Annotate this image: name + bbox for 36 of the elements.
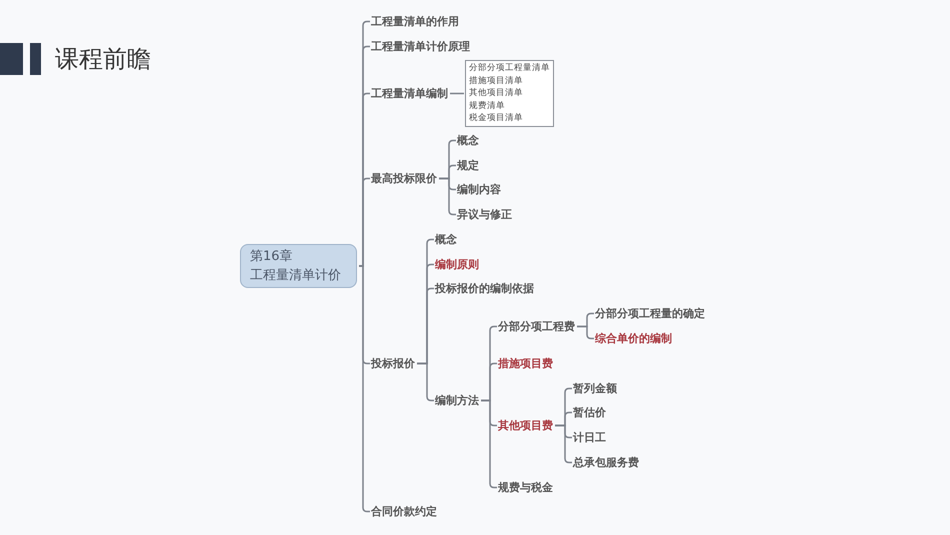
topic-text: 工程量清单计价 [250,267,342,285]
topic-label: 总承包服务费 [573,454,639,470]
topic-label: 规定 [457,158,479,172]
topic-text: 措施项目清单 [469,74,524,87]
topic-text: 第16章 [250,248,294,266]
topic-label: 工程量清单计价原理 [371,38,470,54]
topic-label: 暂估价 [573,404,606,420]
list-box [465,60,554,126]
topic-label: 编制内容 [457,182,501,196]
topic-text: 其他项目清单 [469,87,524,100]
topic-label: 分部分项工程量的确定 [595,306,705,320]
topic-label: 工程量清单编制 [371,86,448,100]
topic-label: 合同价款约定 [371,504,437,518]
topic-label: 计日工 [573,430,606,444]
topic-label: 分部分项工程费 [498,318,575,334]
topic-label: 综合单价的编制 [595,330,672,346]
topic-label: 编制原则 [435,256,479,272]
topic-text: 分部分项工程量清单 [469,62,550,74]
topic-text: 规费清单 [469,100,506,112]
topic-label: 最高投标限价 [371,170,437,186]
topic-label: 投标报价 [371,356,415,370]
topic-text: 税金项目清单 [469,112,524,124]
page-title: 课程前瞻 [55,44,151,75]
topic-label: 规费与税金 [498,480,553,494]
topic-label: 工程量清单的作用 [371,14,459,28]
topic-label: 概念 [435,232,457,246]
topic-label: 编制方法 [435,392,479,408]
topic-label: 其他项目费 [498,418,553,432]
root-topic-box [240,244,357,288]
connector-line [450,92,464,94]
topic-label: 概念 [457,132,479,148]
connector-line [577,326,594,340]
topic-label: 措施项目费 [498,356,553,370]
topic-label: 暂列金额 [573,380,617,396]
topic-label: 异议与修正 [457,206,512,222]
topic-label: 投标报价的编制依据 [435,280,534,296]
